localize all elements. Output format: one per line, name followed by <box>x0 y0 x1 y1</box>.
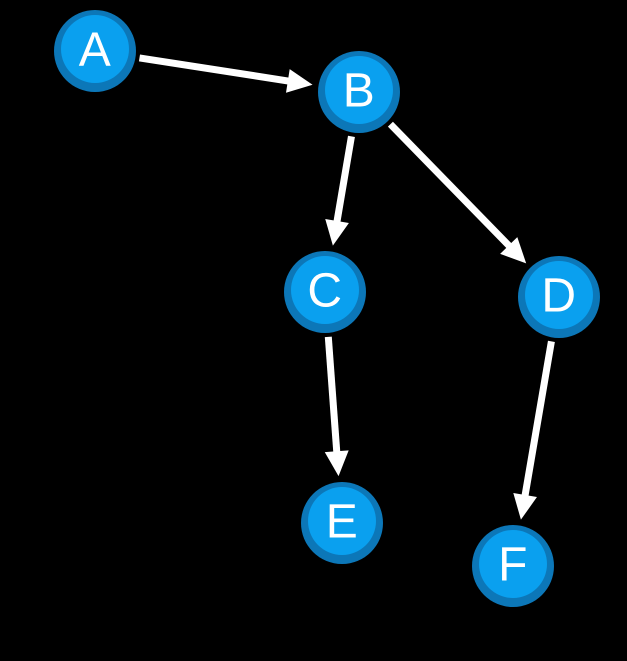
arrowhead-icon <box>325 219 349 246</box>
node-inner-circle <box>291 256 359 324</box>
node-inner-circle <box>308 487 376 555</box>
edge-B-C <box>325 135 355 246</box>
node-label: E <box>326 496 359 549</box>
edges-layer <box>138 54 555 520</box>
arrowhead-icon <box>324 450 349 477</box>
edge-B-D <box>387 121 527 264</box>
node-C[interactable]: C <box>284 251 366 333</box>
node-inner-circle <box>61 15 129 83</box>
edge-line-C-E <box>324 336 341 455</box>
edge-line-B-C <box>333 135 355 225</box>
node-inner-circle <box>525 261 593 329</box>
node-label: F <box>498 539 528 592</box>
edge-line-B-D <box>387 121 514 251</box>
arrowhead-icon <box>513 493 537 520</box>
edge-D-F <box>513 340 555 520</box>
arrowhead-icon <box>286 69 313 93</box>
node-B[interactable]: B <box>318 51 400 133</box>
edge-C-E <box>324 336 349 477</box>
node-label: C <box>307 265 342 318</box>
node-D[interactable]: D <box>518 256 600 338</box>
edge-line-D-F <box>521 340 555 499</box>
node-label: D <box>541 270 576 323</box>
node-F[interactable]: F <box>472 525 554 607</box>
node-inner-circle <box>325 56 393 124</box>
node-inner-circle <box>479 530 547 598</box>
edge-line-A-B <box>138 54 292 85</box>
edge-A-B <box>138 54 313 93</box>
node-label: B <box>343 65 376 118</box>
node-label: A <box>79 24 112 77</box>
node-E[interactable]: E <box>301 482 383 564</box>
node-A[interactable]: A <box>54 10 136 92</box>
nodes-layer: A B C D E F <box>54 10 600 607</box>
arrowhead-icon <box>500 237 527 264</box>
